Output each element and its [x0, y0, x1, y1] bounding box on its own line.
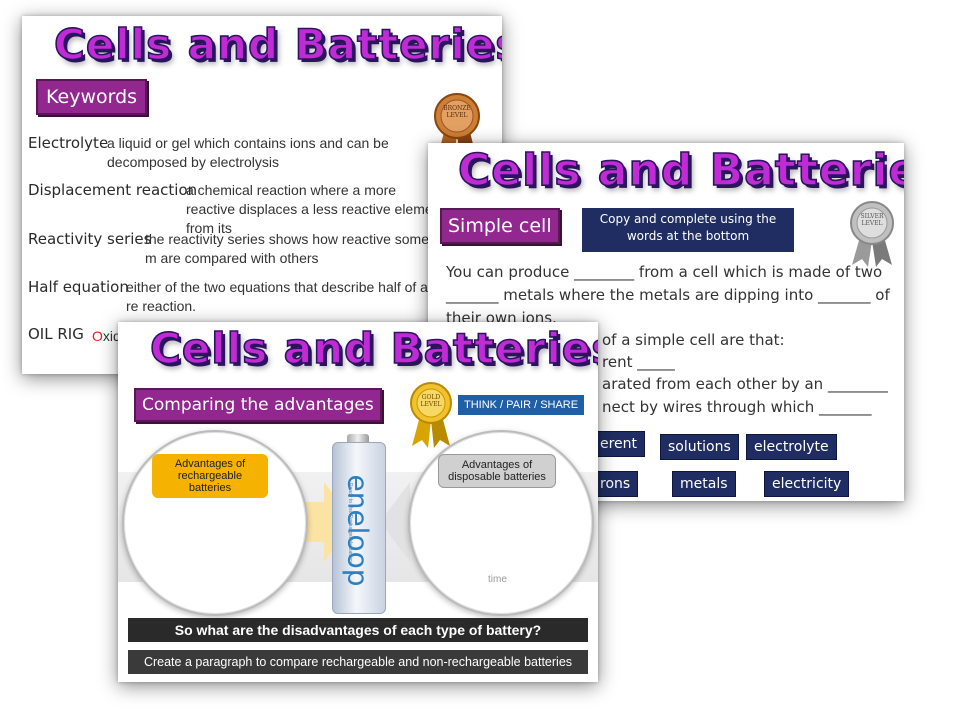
question-banner: So what are the disadvantages of each ty… — [128, 618, 588, 642]
battery-body — [332, 442, 386, 614]
definition-oil-rig-rest: xid — [102, 328, 121, 344]
definition-oil-rig-initial: O — [92, 328, 103, 344]
term-electrolyte: Electrolyte — [28, 134, 109, 152]
medal-label: SILVER LEVEL — [860, 213, 884, 227]
definition-half-equation: either of the two equations that describ… — [126, 279, 428, 314]
sentence-line-4: of a simple cell are that: — [602, 331, 785, 349]
word-box: electricity — [764, 471, 850, 497]
battery-terminal — [347, 434, 369, 443]
word-box: electrolyte — [746, 434, 837, 460]
definition-reactivity-series: the reactivity series shows how reactive… — [145, 231, 429, 266]
sentence-line-5: rent _____ — [602, 353, 675, 371]
slide-title: Cells and Batteries — [457, 144, 904, 197]
word-box: metals — [672, 471, 736, 497]
definition-oil-rig: Oxid — [92, 327, 121, 346]
disposable-label: Advantages of disposable batteries — [438, 454, 556, 488]
gold-medal-icon — [410, 382, 452, 448]
sentence-line-6: arated from each other by an ________ — [602, 375, 888, 393]
definition-displacement: a chemical reaction where a more reactiv… — [186, 182, 445, 236]
medal-label: BRONZE LEVEL — [443, 105, 471, 119]
sentence-line-1: You can produce ________ from a cell whi… — [446, 263, 883, 281]
rechargeable-label: Advantages of rechargeable batteries — [152, 454, 268, 498]
sentence-line-7: nect by wires through which _______ — [602, 398, 872, 416]
think-pair-share-badge: THINK / PAIR / SHARE — [458, 395, 585, 415]
battery-image: eneloop Ready to Use Rechargeable Batter… — [332, 434, 386, 614]
instruction-box: Copy and complete using the words at the… — [582, 208, 794, 252]
silver-medal-icon — [850, 201, 894, 267]
slide-title: Cells and Batteries — [53, 19, 502, 70]
task-banner: Create a paragraph to compare rechargeab… — [128, 650, 588, 674]
term-reactivity-series: Reactivity series — [28, 230, 152, 248]
slide-keywords: Cells and Batteries Keywords BRONZE LEVE… — [22, 16, 502, 374]
slide-comparing-advantages: Cells and Batteries Comparing the advant… — [118, 322, 598, 682]
slide-title: Cells and Batteries — [149, 323, 598, 374]
term-displacement: Displacement reaction — [28, 181, 198, 199]
medal-label: GOLD LEVEL — [420, 394, 442, 408]
sentence-line-2: _______ metals where the metals are dipp… — [446, 286, 890, 304]
word-box: solutions — [660, 434, 739, 460]
battery-small-text: Ready to Use Rechargeable Battery — [347, 482, 353, 564]
definition-electrolyte: a liquid or gel which contains ions and … — [107, 135, 389, 170]
comparing-tag: Comparing the advantages — [134, 388, 382, 422]
keywords-tag: Keywords — [36, 79, 148, 115]
term-oil-rig: OIL RIG — [28, 325, 84, 343]
word-box: rons — [592, 471, 639, 497]
stray-text: time — [488, 574, 507, 585]
word-box: erent — [592, 431, 646, 457]
simple-cell-tag: Simple cell — [440, 208, 560, 244]
term-half-equation: Half equation — [28, 278, 129, 296]
